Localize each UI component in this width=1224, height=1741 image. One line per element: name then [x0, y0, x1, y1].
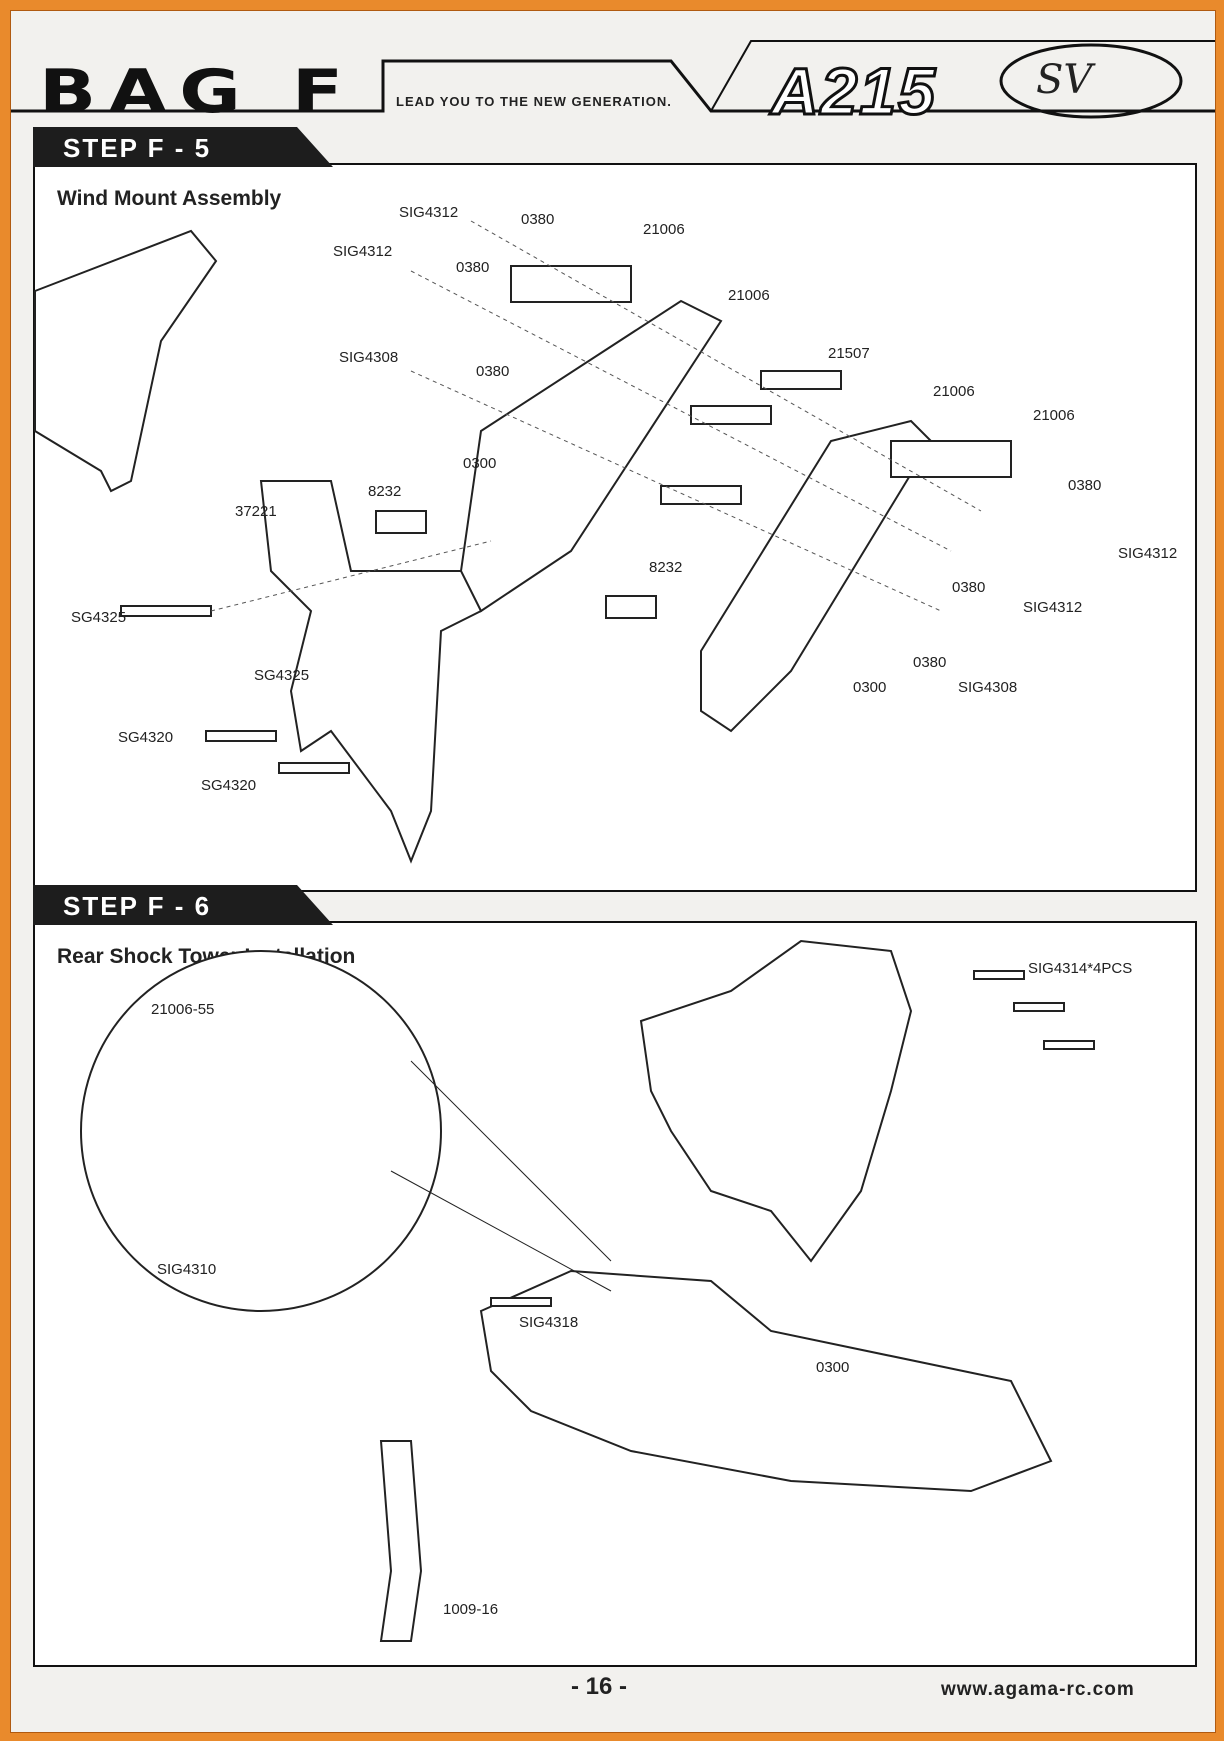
- part-label: 21006-55: [151, 1001, 215, 1018]
- wheel-hub-1009-16: [379, 1440, 423, 1642]
- part-label: SIG4312: [399, 204, 459, 221]
- part-label: SIG4312: [1023, 599, 1083, 616]
- part-label: 0380: [952, 579, 986, 596]
- part-label: SIG4312: [1118, 545, 1178, 562]
- model-suffix-logo: SV: [1036, 57, 1093, 103]
- part-label: 21006: [933, 383, 975, 400]
- step-f6-diagram: [80, 939, 1095, 1642]
- part-label: 37221: [235, 503, 277, 520]
- part-label: SG4325: [71, 609, 127, 626]
- detail-magnifier: [80, 950, 442, 1312]
- shock-tower-37221: [259, 480, 483, 864]
- part-label: 1009-16: [443, 1601, 499, 1618]
- bag-title: BAG F: [39, 57, 356, 127]
- part-label: 21507: [828, 345, 870, 362]
- header-graphic: [11, 40, 1215, 119]
- step-f5-header: STEP F - 5: [33, 127, 333, 167]
- part-label: 8232: [368, 483, 402, 500]
- ball-stud-8232-a: [375, 510, 427, 534]
- screw-sg4320-a: [205, 730, 277, 742]
- part-label: 0300: [463, 455, 497, 472]
- screw-sg4320-b: [278, 762, 350, 774]
- screw-sig4314-b: [1013, 1002, 1065, 1012]
- header: BAG F LEAD YOU TO THE NEW GENERATION. A2…: [11, 11, 1215, 130]
- part-label: SG4325: [254, 667, 310, 684]
- ball-stud-8232-b: [605, 595, 657, 619]
- step-f5-title: Wind Mount Assembly: [57, 187, 282, 210]
- part-label: SIG4308: [339, 349, 399, 366]
- wing-mount-21006-b: [700, 419, 933, 733]
- part-label: 0380: [913, 654, 947, 671]
- part-label: SIG4314*4PCS: [1028, 960, 1133, 977]
- manual-page: BAG F LEAD YOU TO THE NEW GENERATION. A2…: [10, 10, 1216, 1733]
- post-21507-b: [690, 405, 772, 425]
- wing-mount-21006-a: [459, 299, 723, 613]
- rear-gearbox-assembly: [479, 1269, 1053, 1493]
- step-f5-diagram: [34, 220, 1012, 864]
- part-label: 0380: [456, 259, 490, 276]
- part-label: SG4320: [201, 777, 257, 794]
- page-number: - 16 -: [571, 1673, 628, 1700]
- part-label: SG4320: [118, 729, 174, 746]
- part-label: 0300: [816, 1359, 850, 1376]
- screw-sig4314-a: [973, 970, 1025, 980]
- post-21507: [760, 370, 842, 390]
- part-label: SIG4308: [958, 679, 1018, 696]
- screw-sig4314-c: [1043, 1040, 1095, 1050]
- part-label: 8232: [649, 559, 683, 576]
- chassis-plate-partial: [34, 229, 218, 493]
- post-21507-c: [660, 485, 742, 505]
- part-label: 0300: [853, 679, 887, 696]
- screw-sig4318: [490, 1297, 552, 1307]
- part-label: 0380: [476, 363, 510, 380]
- step-f6-label: STEP F - 6: [63, 891, 212, 921]
- step-f5-label: STEP F - 5: [63, 133, 212, 163]
- model-logo: A215: [770, 53, 937, 130]
- step-f6-header: STEP F - 6: [33, 885, 333, 925]
- part-label: 21006: [1033, 407, 1075, 424]
- slogan: LEAD YOU TO THE NEW GENERATION.: [396, 94, 672, 109]
- wing-button-21006-a: [510, 265, 632, 303]
- assembled-shock-tower: [639, 939, 913, 1263]
- part-label: SIG4312: [333, 243, 393, 260]
- website-url: www.agama-rc.com: [941, 1679, 1135, 1700]
- part-label: 21006: [728, 287, 770, 304]
- part-label: SIG4310: [157, 1261, 217, 1278]
- part-label: 0380: [521, 211, 555, 228]
- part-label: 0380: [1068, 477, 1102, 494]
- part-label: 21006: [643, 221, 685, 238]
- part-label: SIG4318: [519, 1314, 579, 1331]
